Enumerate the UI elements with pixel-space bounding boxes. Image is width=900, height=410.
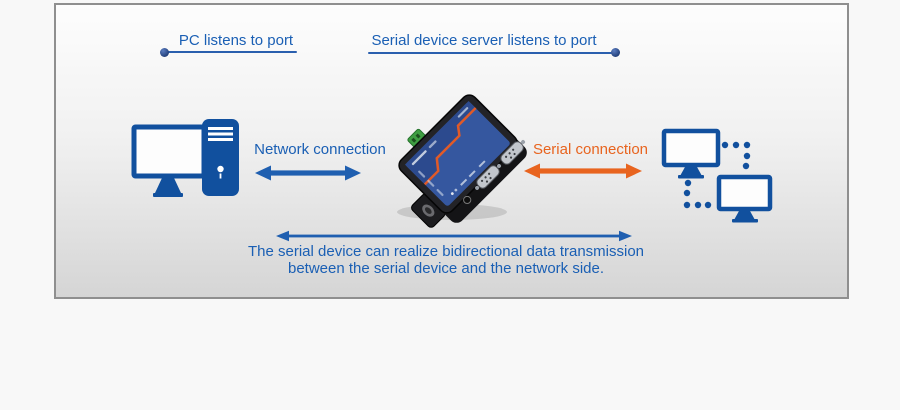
desktop-computer-icon [131,119,239,197]
network-double-arrow-icon [255,165,361,181]
server-listens-label: Serial device server listens to port [371,32,597,49]
bidirectional-caption-arrow-icon [276,230,632,242]
serial-connection-label: Serial connection [532,141,649,158]
pc-callout-underline [163,51,297,53]
networked-monitors-icon [661,128,773,223]
serial-device-server-photo [397,94,527,228]
network-connection-label: Network connection [254,141,386,158]
server-callout-underline [368,52,618,54]
serial-double-arrow-icon [524,163,642,179]
pc-listens-label: PC listens to port [178,32,294,49]
caption-line-1: The serial device can realize bidirectio… [247,243,645,260]
dot-marker-icon [611,48,620,57]
dot-marker-icon [160,48,169,57]
caption-line-2: between the serial device and the networ… [287,260,605,277]
